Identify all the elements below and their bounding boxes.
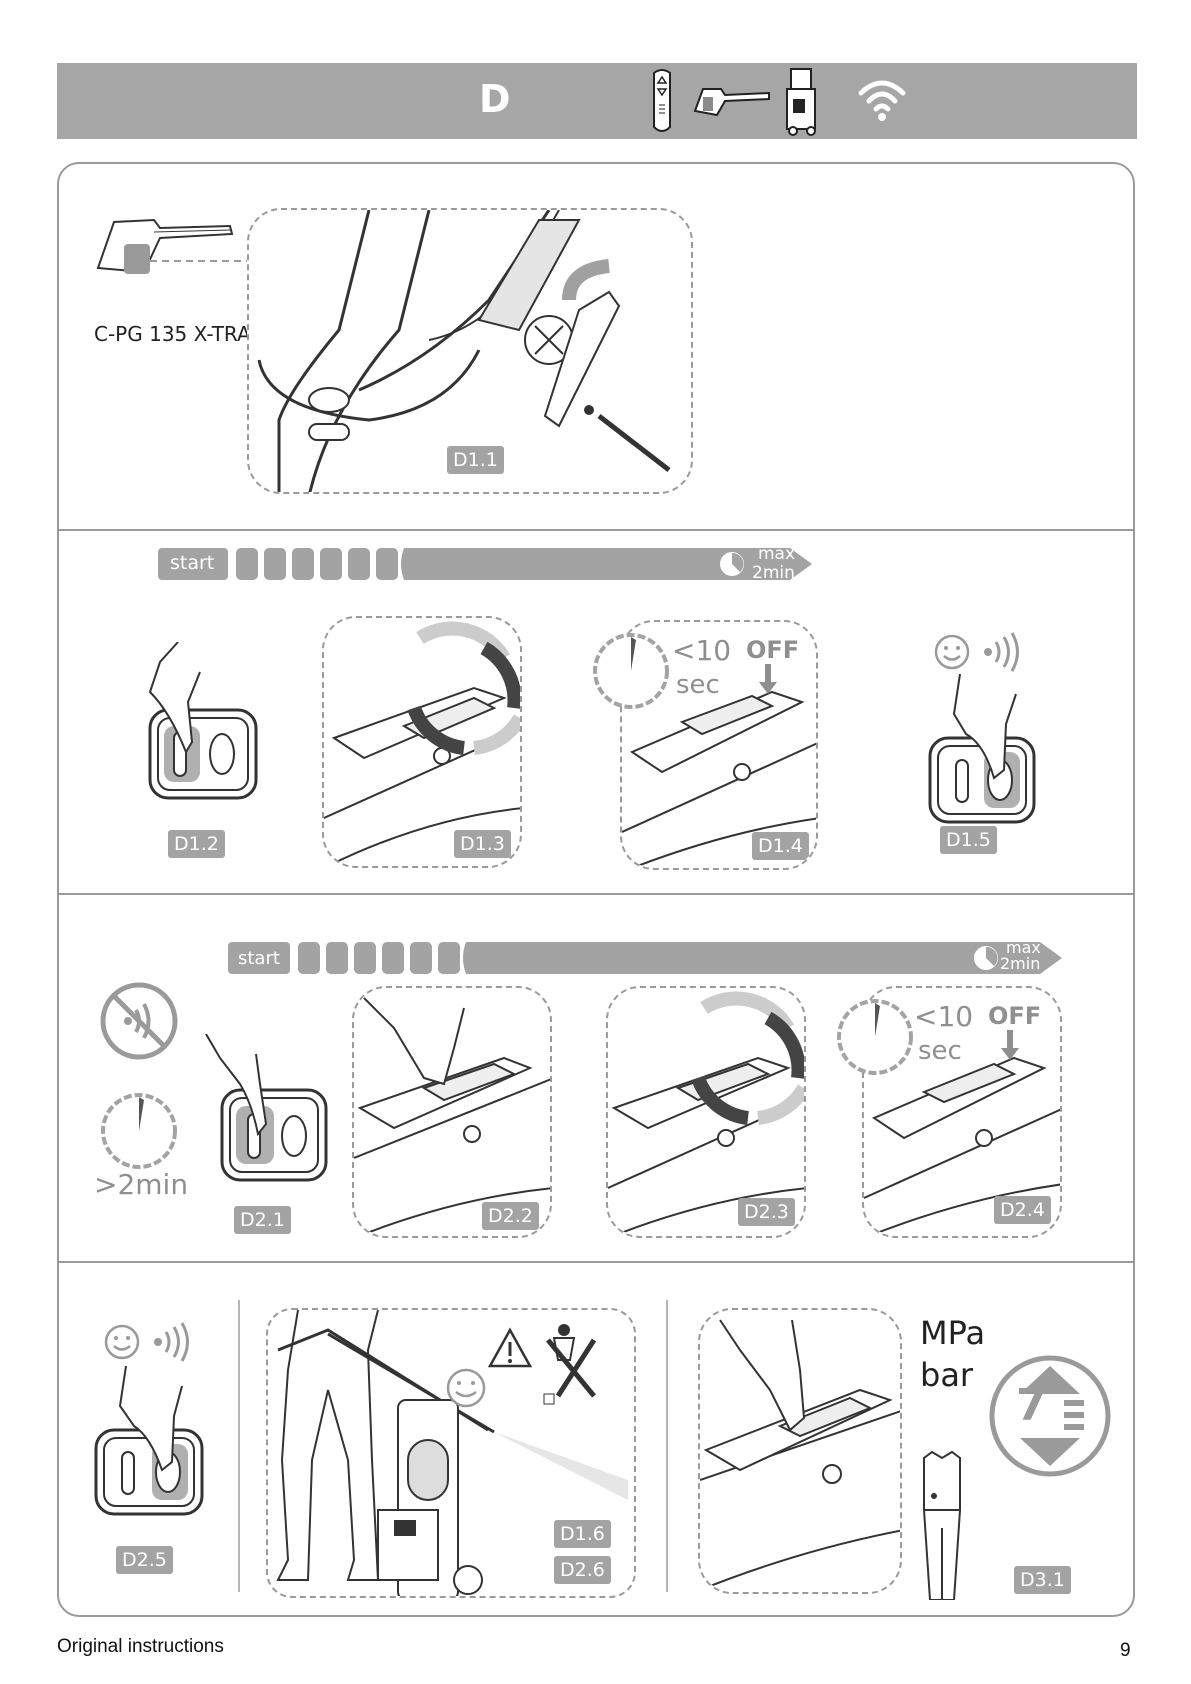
warning-icon <box>488 1320 618 1410</box>
figure-label-d1-2: D1.2 <box>168 830 225 858</box>
panel-d1-3: D1.3 <box>322 616 522 868</box>
figure-label-d2-4: D2.4 <box>994 1196 1051 1224</box>
timer-unit: sec <box>918 1036 962 1066</box>
divider <box>59 1261 1133 1263</box>
panel-d2-2: D2.2 <box>352 986 552 1238</box>
smile-sound-icon <box>104 1322 194 1362</box>
idle-time-label: >2min <box>94 1168 188 1201</box>
progress-start-label: start <box>238 948 280 969</box>
wifi-icon <box>857 77 907 123</box>
progress-max-label: max <box>758 545 795 563</box>
timer-icon <box>98 1090 180 1172</box>
figure-label-d2-5: D2.5 <box>116 1546 173 1574</box>
panel-d2-3: D2.3 <box>606 986 806 1238</box>
figure-label-d1-5: D1.5 <box>940 826 997 854</box>
power-button-press-illustration <box>130 642 270 802</box>
remote-pressure-press-illustration <box>700 1310 902 1594</box>
off-label: OFF <box>746 636 799 664</box>
timer-unit: sec <box>676 670 720 700</box>
figure-label-d1-1: D1.1 <box>447 446 504 474</box>
section-header: D <box>57 63 1137 139</box>
figure-label-d2-1: D2.1 <box>234 1206 291 1234</box>
pressure-dial-icon <box>988 1354 1112 1478</box>
remote-control-illustration <box>916 1450 968 1600</box>
panel-d1-1: D1.1 <box>247 208 693 494</box>
pressure-washer-icon <box>781 65 821 137</box>
unit-bar: bar <box>920 1356 973 1394</box>
panel-d3-1 <box>698 1308 902 1594</box>
figure-label-d3-1: D3.1 <box>1014 1566 1071 1594</box>
smile-icon <box>444 1366 488 1410</box>
divider <box>59 893 1133 895</box>
figure-label-d1-3: D1.3 <box>454 830 511 858</box>
figure-label-d2-2: D2.2 <box>482 1202 539 1230</box>
figure-label-d1-4: D1.4 <box>752 832 809 860</box>
arrow-down-icon <box>758 664 778 696</box>
timer-icon <box>834 996 916 1078</box>
figure-label-d2-3: D2.3 <box>738 1198 795 1226</box>
spray-gun-illustration <box>94 212 244 282</box>
unit-mpa: MPa <box>920 1314 985 1352</box>
power-button-confirm-illustration <box>90 1366 210 1518</box>
figure-label-d1-6: D1.6 <box>554 1520 611 1548</box>
footer-text: Original instructions <box>57 1636 224 1658</box>
remote-press-illustration <box>354 988 552 1238</box>
figure-label-d2-6: D2.6 <box>554 1556 611 1584</box>
section-letter: D <box>479 77 511 121</box>
progress-time-label: 2min <box>1000 956 1040 972</box>
progress-bar-row2 <box>158 544 814 584</box>
timer-limit: <10 <box>672 634 731 667</box>
model-name: C-PG 135 X-TRA <box>94 322 251 346</box>
power-button-press-illustration <box>200 1034 330 1184</box>
divider <box>238 1300 240 1592</box>
arrow-down-icon <box>1000 1030 1020 1062</box>
no-signal-icon <box>98 980 180 1062</box>
page-number: 9 <box>1120 1640 1131 1662</box>
progress-time-label: 2min <box>752 564 795 582</box>
divider <box>59 529 1133 531</box>
smile-sound-icon <box>934 632 1024 672</box>
spray-gun-icon <box>691 81 771 121</box>
pressure-dial-value: 7 <box>1016 1380 1047 1431</box>
progress-start-label: start <box>170 552 214 574</box>
power-button-confirm-illustration <box>920 674 1040 824</box>
timer-limit: <10 <box>914 1000 973 1033</box>
timer-icon <box>590 630 672 712</box>
connector-line <box>150 256 250 266</box>
remote-control-icon <box>649 67 675 137</box>
divider <box>666 1300 668 1592</box>
off-label: OFF <box>988 1002 1041 1030</box>
panel-d1-6-d2-6: D1.6 D2.6 <box>266 1308 636 1598</box>
progress-bar-row3 <box>228 938 1064 978</box>
